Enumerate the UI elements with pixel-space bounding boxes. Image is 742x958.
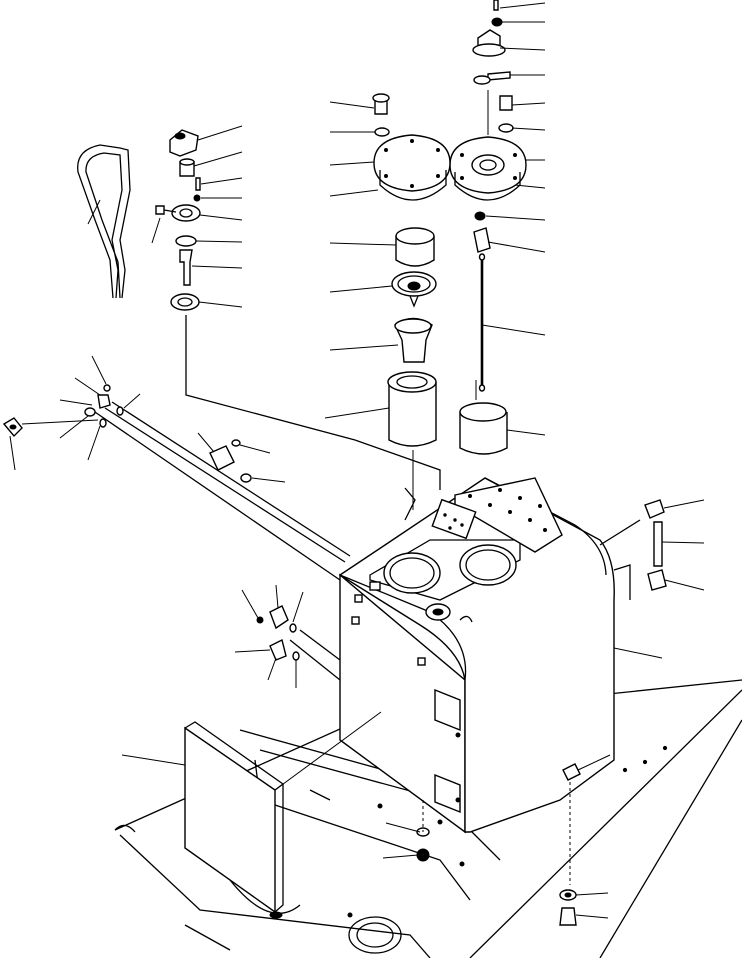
suction-line-assembly bbox=[2, 384, 351, 681]
leader-line bbox=[151, 217, 161, 244]
leader-line bbox=[329, 285, 393, 293]
leader-line bbox=[385, 822, 421, 833]
leader-line bbox=[577, 754, 611, 771]
filler-cap-assembly bbox=[449, 0, 527, 392]
leader-line bbox=[329, 242, 397, 246]
leader-line bbox=[21, 419, 99, 425]
leader-line bbox=[382, 854, 419, 859]
leader-line bbox=[481, 324, 546, 336]
leader-line bbox=[251, 477, 286, 483]
hydraulic-tank bbox=[338, 477, 615, 834]
leader-line bbox=[499, 47, 546, 51]
leader-line bbox=[87, 199, 101, 225]
leader-line bbox=[329, 161, 375, 166]
leader-line bbox=[485, 215, 546, 221]
leader-line bbox=[234, 649, 271, 653]
leader-line bbox=[487, 241, 546, 253]
leader-line bbox=[197, 432, 215, 453]
leader-line bbox=[506, 429, 546, 436]
leader-line bbox=[74, 377, 101, 396]
leader-line bbox=[663, 499, 705, 509]
filter-cover-assembly bbox=[372, 93, 508, 510]
callout-leader-lines bbox=[9, 2, 705, 919]
leader-line bbox=[292, 591, 304, 623]
leader-line bbox=[329, 344, 399, 351]
leader-line bbox=[329, 101, 375, 109]
leader-line bbox=[613, 647, 663, 659]
leader-line bbox=[59, 415, 89, 439]
leader-line bbox=[200, 177, 243, 185]
leader-line bbox=[123, 393, 141, 409]
leader-line bbox=[514, 184, 546, 189]
leader-line bbox=[191, 265, 243, 269]
leader-line bbox=[9, 435, 16, 471]
leader-line bbox=[59, 399, 93, 406]
leader-line bbox=[239, 444, 271, 454]
leader-line bbox=[195, 240, 243, 243]
return-line-fittings bbox=[599, 499, 667, 600]
leader-line bbox=[511, 102, 546, 106]
leader-line bbox=[267, 657, 277, 681]
leader-line bbox=[199, 214, 243, 221]
leader-line bbox=[499, 2, 546, 9]
leader-line bbox=[197, 125, 243, 141]
leader-line bbox=[575, 892, 609, 896]
leader-line bbox=[198, 301, 243, 308]
tank-mounting-hardware bbox=[416, 763, 581, 926]
leader-line bbox=[664, 579, 705, 591]
leader-line bbox=[329, 189, 379, 197]
side-cover-panel bbox=[184, 721, 301, 919]
leader-line bbox=[121, 754, 186, 766]
leader-line bbox=[241, 589, 259, 619]
leader-line bbox=[511, 127, 546, 131]
leader-line bbox=[575, 914, 609, 919]
breather-assembly bbox=[77, 129, 441, 490]
leader-line bbox=[274, 711, 382, 791]
leader-line bbox=[87, 425, 101, 461]
leader-line bbox=[193, 151, 243, 167]
leader-line bbox=[275, 584, 279, 609]
leader-line bbox=[91, 355, 107, 385]
leader-line bbox=[324, 407, 390, 419]
leader-line bbox=[661, 541, 705, 544]
